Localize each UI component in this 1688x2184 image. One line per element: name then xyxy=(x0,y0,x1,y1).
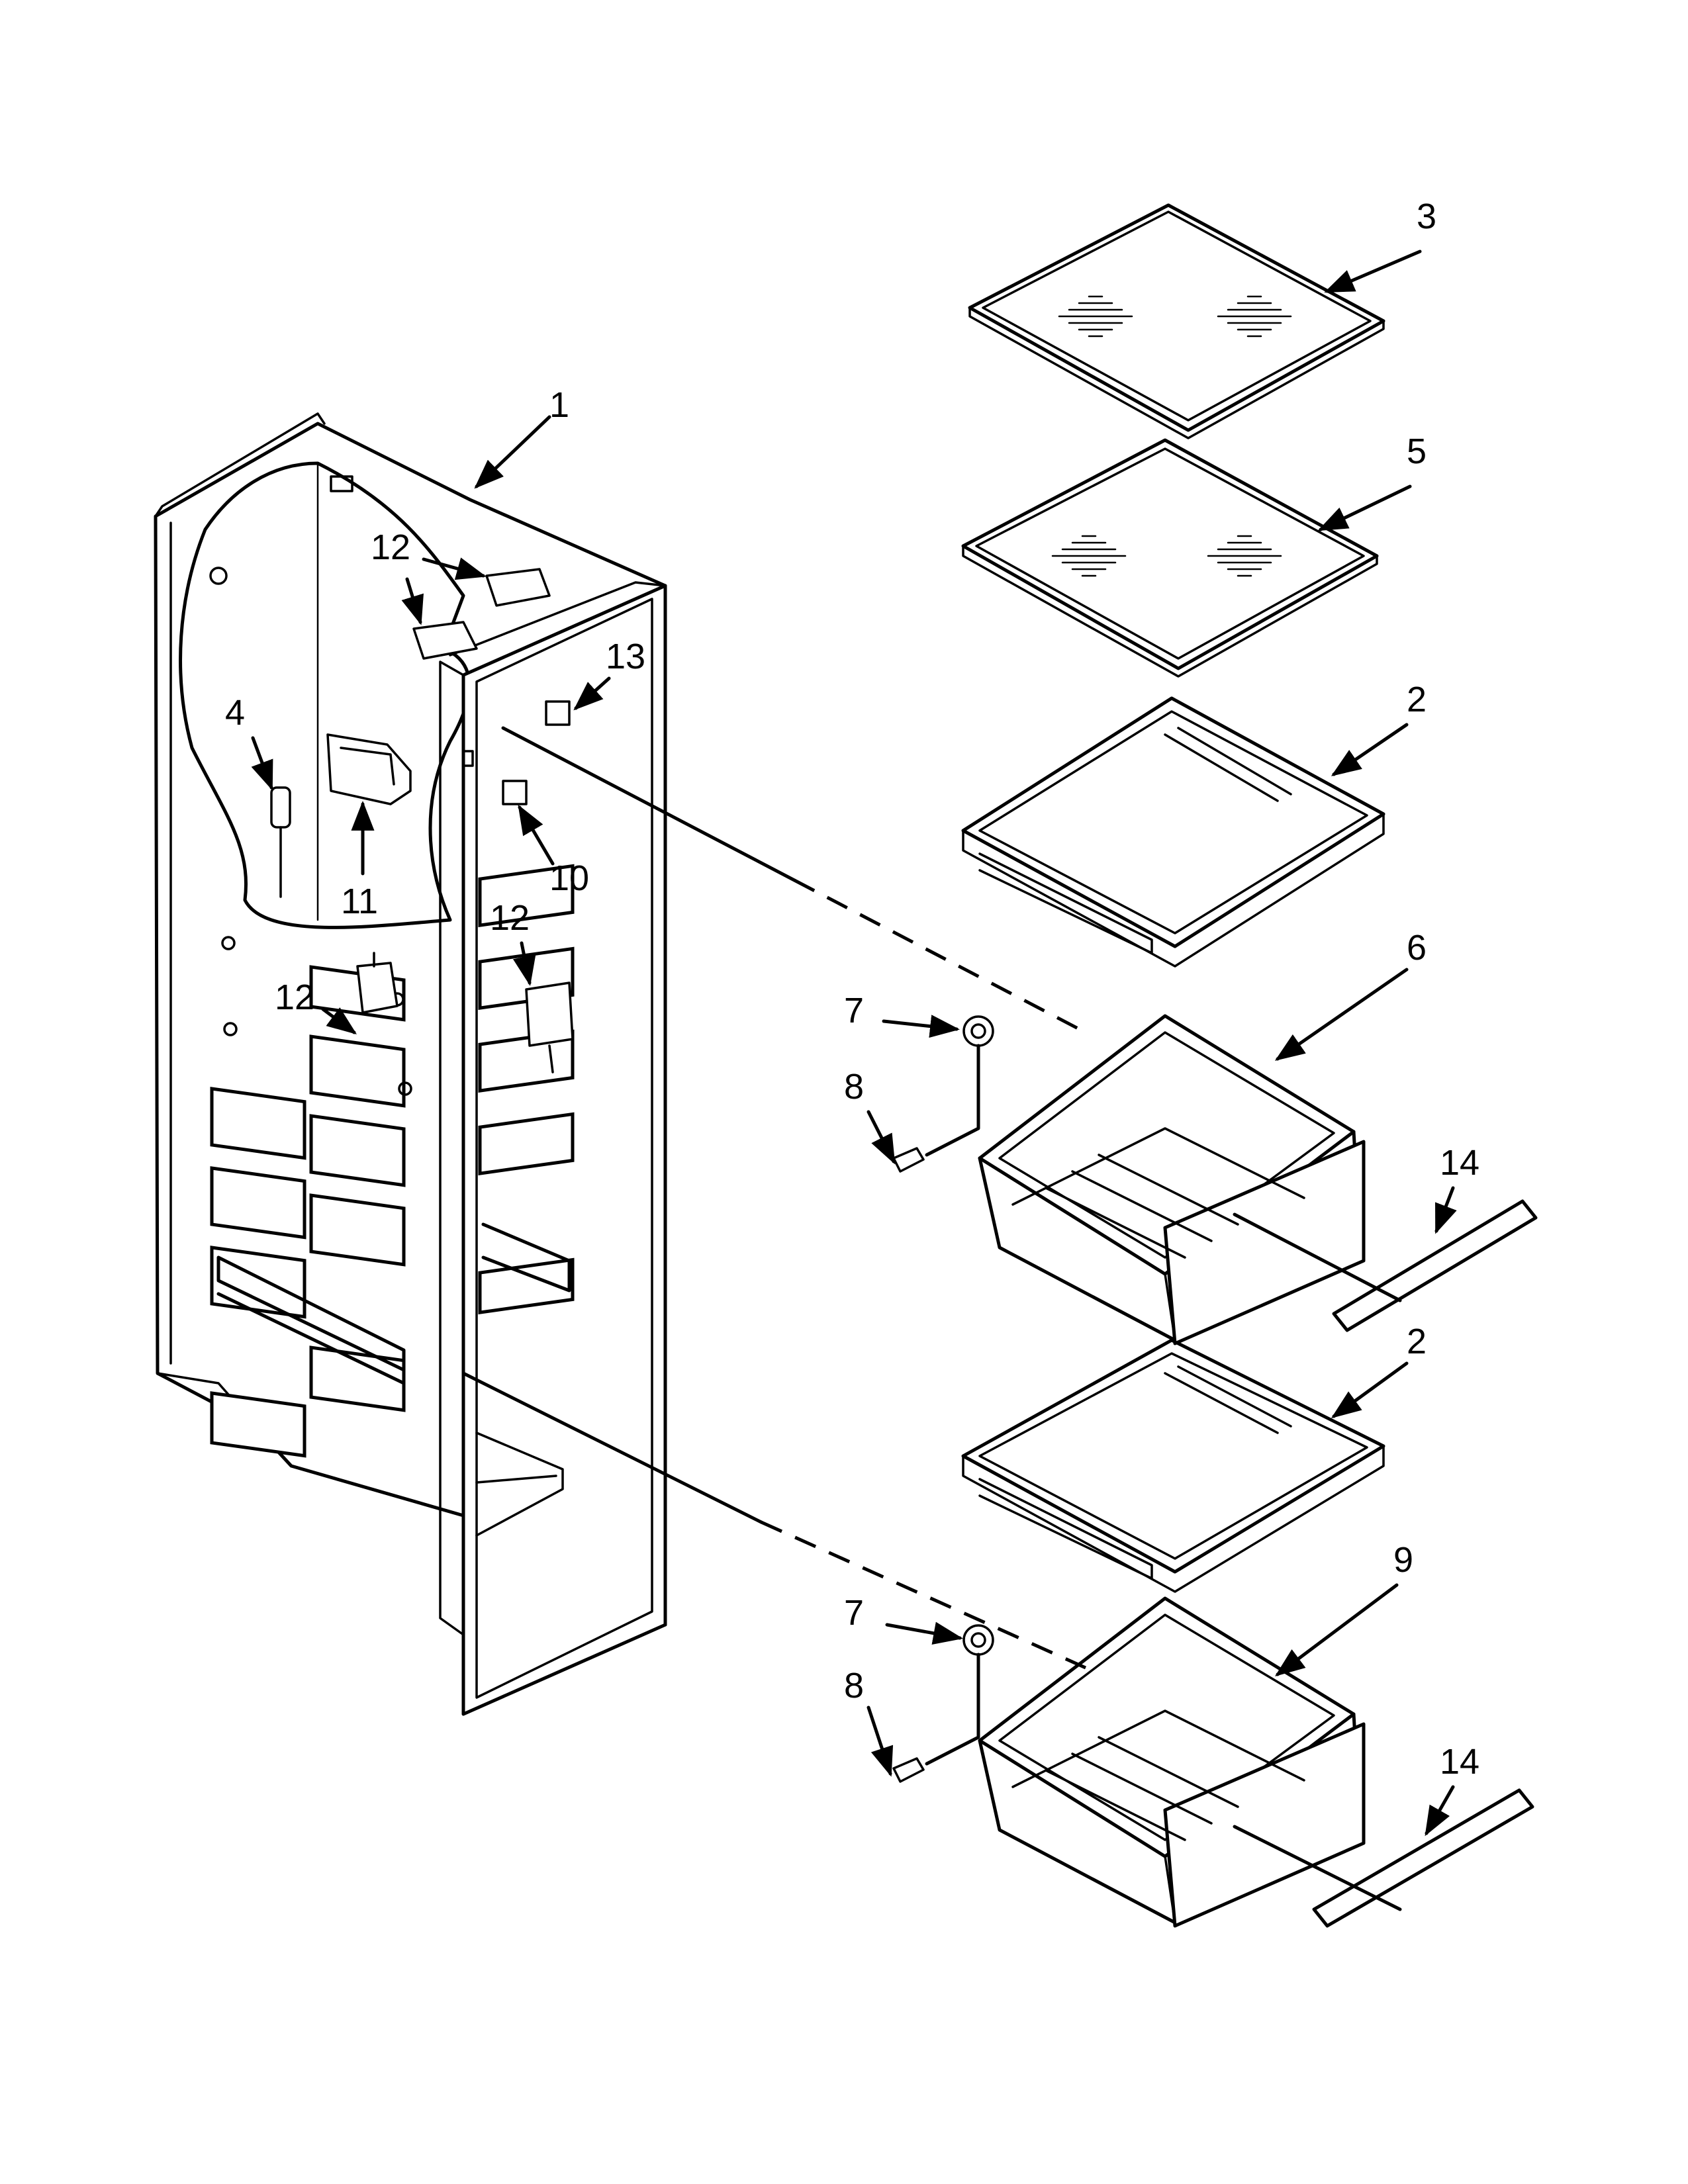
trim-14-upper xyxy=(1332,1199,1538,1332)
framed-shelf-2-lower xyxy=(961,1338,1385,1593)
callout-5: 5 xyxy=(1407,432,1427,471)
callout-12-right: 12 xyxy=(490,898,530,938)
glass-shelf-5 xyxy=(961,438,1379,678)
callout-14-lower: 14 xyxy=(1440,1742,1479,1782)
callout-8-upper: 8 xyxy=(844,1067,864,1107)
callout-7-upper: 7 xyxy=(844,991,864,1030)
callout-6: 6 xyxy=(1407,928,1427,968)
crisper-drawer-9 xyxy=(978,1596,1366,1928)
callout-arrows xyxy=(251,250,1457,1837)
callout-13: 13 xyxy=(606,637,645,676)
pin-8-lower xyxy=(892,1757,925,1783)
callout-14-upper: 14 xyxy=(1440,1143,1479,1183)
crisper-drawer-6 xyxy=(978,1014,1366,1345)
pin-8-upper xyxy=(892,1147,925,1173)
roller-7-upper xyxy=(962,1015,994,1047)
callout-10: 10 xyxy=(549,858,589,898)
callout-8-lower: 8 xyxy=(844,1666,864,1706)
refrigerator-liner xyxy=(154,412,667,1716)
callout-9: 9 xyxy=(1393,1540,1413,1580)
callout-labels: 1 3 5 2 6 7 8 14 2 9 7 8 14 4 11 12 12 1… xyxy=(225,197,1479,1782)
callout-12-top: 12 xyxy=(371,527,410,567)
callout-11: 11 xyxy=(341,882,378,921)
callout-12-middle: 12 xyxy=(275,978,314,1017)
callout-3: 3 xyxy=(1417,197,1436,236)
framed-shelf-2-upper xyxy=(961,696,1385,968)
assembly-lines xyxy=(461,726,1402,1911)
callout-2-lower: 2 xyxy=(1407,1322,1427,1361)
callout-4: 4 xyxy=(225,693,245,733)
roller-7-lower xyxy=(962,1624,994,1656)
glass-shelf-3 xyxy=(968,203,1385,439)
callout-7-lower: 7 xyxy=(844,1593,864,1633)
callout-2-upper: 2 xyxy=(1407,680,1427,719)
callout-1: 1 xyxy=(549,385,569,425)
